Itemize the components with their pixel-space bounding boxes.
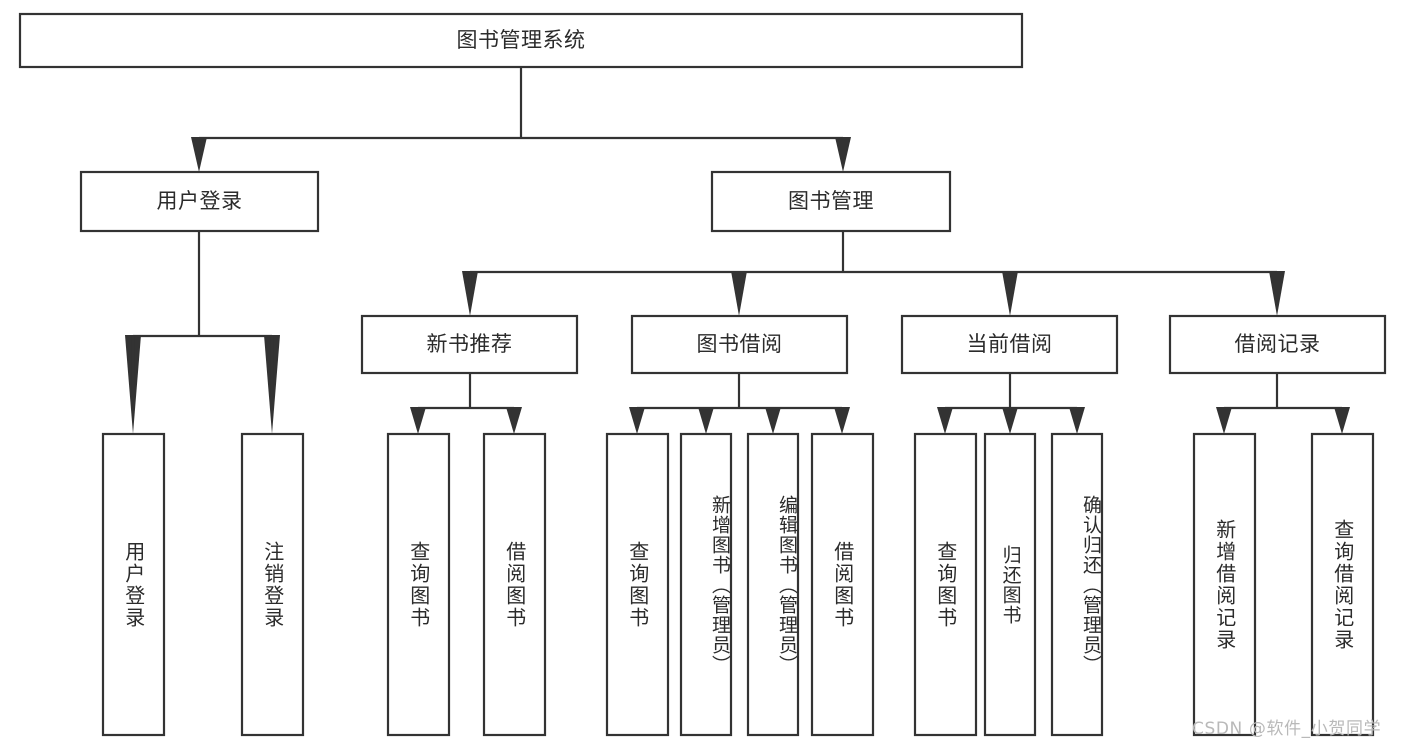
connector-group-borrow-record xyxy=(1216,373,1350,434)
arrow-head-user-login xyxy=(191,137,207,172)
node-box-leaf-return-book[interactable] xyxy=(983,432,1037,737)
node-box-leaf-add-record[interactable] xyxy=(1192,432,1257,737)
node-box-current-borrow[interactable] xyxy=(900,314,1119,375)
arrow-head-borrow-record xyxy=(1269,271,1285,316)
node-box-leaf-query-book-3[interactable] xyxy=(913,432,978,737)
arrow-head-leaf-query-book-3 xyxy=(937,407,953,434)
node-box-root[interactable] xyxy=(18,12,1024,69)
connector-group-book-borrow xyxy=(629,373,850,434)
arrow-head-leaf-return-book xyxy=(1002,407,1018,434)
arrow-head-leaf-borrow-book-2 xyxy=(834,407,850,434)
node-box-book-borrow[interactable] xyxy=(630,314,849,375)
arrow-head-new-book-recommend xyxy=(462,271,478,316)
arrow-head-book-borrow xyxy=(731,271,747,316)
arrow-head-leaf-borrow-book-1 xyxy=(506,407,522,434)
connector-group-user-login xyxy=(125,231,280,434)
node-box-leaf-user-logout[interactable] xyxy=(240,432,305,737)
node-box-leaf-confirm-return[interactable] xyxy=(1050,432,1104,737)
arrow-head-current-borrow xyxy=(1002,271,1018,316)
arrow-head-leaf-query-record xyxy=(1334,407,1350,434)
connector-group-book-manage xyxy=(462,231,1285,316)
node-box-leaf-query-book-2[interactable] xyxy=(605,432,670,737)
arrow-head-leaf-query-book-1 xyxy=(410,407,426,434)
node-box-borrow-record[interactable] xyxy=(1168,314,1387,375)
arrow-head-leaf-confirm-return xyxy=(1069,407,1085,434)
connector-group-new-book-recommend xyxy=(410,373,522,434)
node-box-book-manage[interactable] xyxy=(710,170,952,233)
node-box-user-login[interactable] xyxy=(79,170,320,233)
node-box-leaf-borrow-book-2[interactable] xyxy=(810,432,875,737)
node-box-leaf-query-record[interactable] xyxy=(1310,432,1375,737)
connector-group-root xyxy=(191,67,851,172)
node-box-leaf-query-book-1[interactable] xyxy=(386,432,451,737)
arrow-head-leaf-add-book xyxy=(698,407,714,434)
watermark-text: CSDN @软件_小贺同学 xyxy=(1192,719,1382,739)
node-box-leaf-edit-book[interactable] xyxy=(746,432,800,737)
arrow-head-leaf-edit-book xyxy=(765,407,781,434)
connector-group-current-borrow xyxy=(937,373,1085,434)
node-box-leaf-user-login[interactable] xyxy=(101,432,166,737)
arrow-head-leaf-query-book-2 xyxy=(629,407,645,434)
arrow-head-leaf-add-record xyxy=(1216,407,1232,434)
arrow-head-book-manage xyxy=(835,137,851,172)
node-box-new-book-recommend[interactable] xyxy=(360,314,579,375)
node-box-leaf-add-book[interactable] xyxy=(679,432,733,737)
node-box-leaf-borrow-book-1[interactable] xyxy=(482,432,547,737)
